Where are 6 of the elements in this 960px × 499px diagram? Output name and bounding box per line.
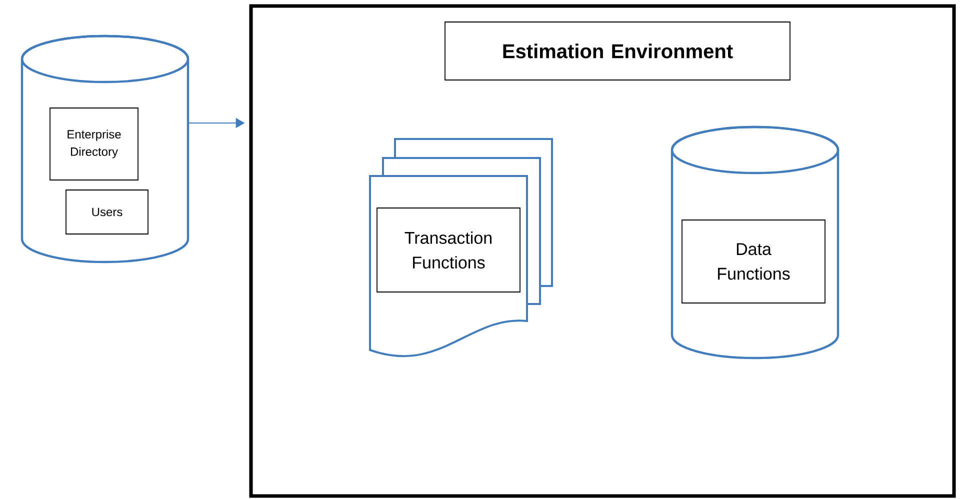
text-box: Enterprise Directory [50,108,138,180]
text-box: Data Functions [682,220,826,304]
frame [249,4,956,498]
text-box: Transaction Functions [376,208,520,292]
text-box: Estimation Environment [444,22,790,80]
text-box: Users [66,190,148,234]
